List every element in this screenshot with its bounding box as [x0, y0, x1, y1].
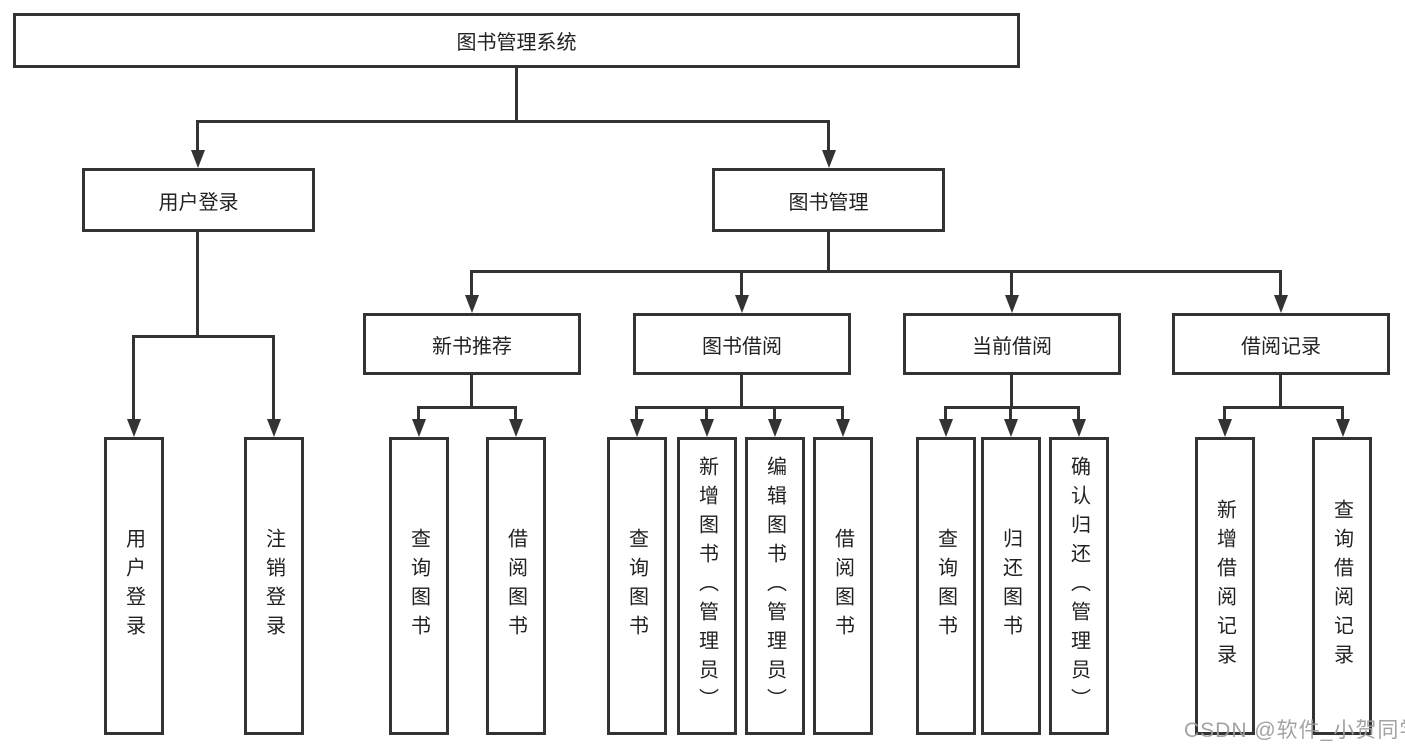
connector-line: [637, 406, 843, 409]
connector-line: [471, 270, 1282, 273]
node-borrow-records: 借阅记录: [1172, 313, 1390, 375]
connector-line: [272, 335, 275, 421]
arrow-down-icon: [1336, 419, 1350, 437]
node-label: 当前借阅: [972, 335, 1052, 358]
connector-line: [827, 232, 830, 273]
leaf-query-books: 查询图书: [916, 437, 976, 735]
node-current-borrow: 当前借阅: [903, 313, 1121, 375]
connector-line: [773, 406, 776, 421]
arrow-down-icon: [1274, 295, 1288, 313]
leaf-edit-book-admin: 编辑图书（管理员）: [745, 437, 805, 735]
leaf-add-borrow-record: 新增借阅记录: [1195, 437, 1255, 735]
connector-line: [514, 406, 517, 421]
node-book-borrow: 图书借阅: [633, 313, 851, 375]
node-label: 编辑图书（管理员）: [763, 455, 786, 717]
arrow-down-icon: [191, 150, 205, 168]
connector-line: [1223, 406, 1226, 421]
leaf-user-login: 用户登录: [104, 437, 164, 735]
connector-line: [635, 406, 638, 421]
node-label: 新增图书（管理员）: [695, 455, 718, 717]
connector-line: [946, 406, 1080, 409]
leaf-query-borrow-record: 查询借阅记录: [1312, 437, 1372, 735]
node-new-book-recommend: 新书推荐: [363, 313, 581, 375]
connector-line: [740, 375, 743, 409]
leaf-borrow-books: 借阅图书: [813, 437, 873, 735]
connector-line: [132, 335, 135, 421]
connector-line: [515, 68, 518, 122]
node-label: 新增借阅记录: [1213, 499, 1236, 673]
connector-line: [944, 406, 947, 421]
node-label: 查询图书: [407, 528, 430, 644]
connector-line: [1279, 270, 1282, 297]
connector-line: [841, 406, 844, 421]
leaf-query-books: 查询图书: [607, 437, 667, 735]
connector-line: [196, 232, 199, 338]
node-label: 图书管理系统: [456, 32, 577, 54]
connector-line: [1009, 406, 1012, 421]
node-label: 用户登录: [158, 191, 239, 214]
connector-line: [470, 375, 473, 409]
arrow-down-icon: [1005, 295, 1019, 313]
node-label: 借阅图书: [504, 528, 527, 644]
arrow-down-icon: [822, 150, 836, 168]
arrow-down-icon: [412, 419, 426, 437]
arrow-down-icon: [768, 419, 782, 437]
node-label: 新书推荐: [432, 335, 512, 358]
arrow-down-icon: [127, 419, 141, 437]
connector-line: [197, 120, 830, 123]
node-label: 图书管理: [788, 191, 869, 214]
connector-line: [470, 270, 473, 297]
connector-line: [1341, 406, 1344, 421]
connector-line: [1279, 375, 1282, 409]
node-library-management-system: 图书管理系统: [13, 13, 1020, 68]
connector-line: [196, 120, 199, 152]
leaf-add-book-admin: 新增图书（管理员）: [677, 437, 737, 735]
arrow-down-icon: [939, 419, 953, 437]
arrow-down-icon: [836, 419, 850, 437]
node-label: 注销登录: [262, 528, 285, 644]
connector-line: [705, 406, 708, 421]
node-label: 用户登录: [122, 528, 145, 644]
arrow-down-icon: [630, 419, 644, 437]
node-label: 查询图书: [934, 528, 957, 644]
connector-line: [1225, 406, 1343, 409]
leaf-borrow-books: 借阅图书: [486, 437, 546, 735]
arrow-down-icon: [1072, 419, 1086, 437]
node-label: 查询借阅记录: [1330, 499, 1353, 673]
node-label: 查询图书: [625, 528, 648, 644]
arrow-down-icon: [465, 295, 479, 313]
arrow-down-icon: [1004, 419, 1018, 437]
connector-line: [134, 335, 274, 338]
leaf-query-books: 查询图书: [389, 437, 449, 735]
arrow-down-icon: [1218, 419, 1232, 437]
connector-line: [1010, 270, 1013, 297]
connector-line: [740, 270, 743, 297]
arrow-down-icon: [735, 295, 749, 313]
arrow-down-icon: [700, 419, 714, 437]
connector-line: [1010, 375, 1013, 409]
node-book-management: 图书管理: [712, 168, 945, 232]
node-label: 借阅记录: [1241, 335, 1321, 358]
node-user-login: 用户登录: [82, 168, 315, 232]
arrow-down-icon: [509, 419, 523, 437]
node-label: 图书借阅: [702, 335, 782, 358]
connector-line: [417, 406, 420, 421]
node-label: 归还图书: [999, 528, 1022, 644]
leaf-logout: 注销登录: [244, 437, 304, 735]
leaf-confirm-return-admin: 确认归还（管理员）: [1049, 437, 1109, 735]
csdn-watermark: CSDN @软件_小贺同学: [1184, 719, 1405, 742]
connector-line: [1077, 406, 1080, 421]
node-label: 确认归还（管理员）: [1067, 455, 1090, 717]
connector-line: [827, 120, 830, 152]
connector-line: [419, 406, 517, 409]
leaf-return-book: 归还图书: [981, 437, 1041, 735]
arrow-down-icon: [267, 419, 281, 437]
node-label: 借阅图书: [831, 528, 854, 644]
